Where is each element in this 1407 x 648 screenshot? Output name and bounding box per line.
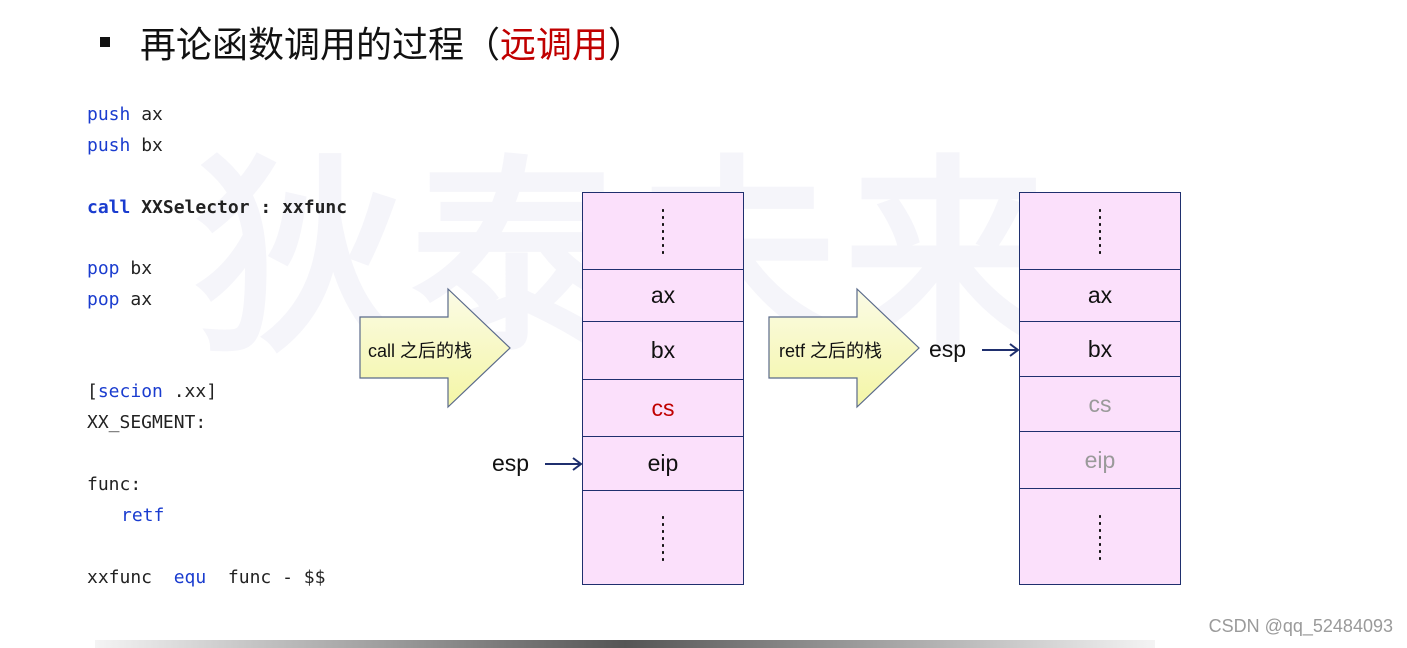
bottom-divider: [95, 640, 1155, 648]
code-section: [secion .xx]: [87, 381, 218, 402]
code-segment-label: XX_SEGMENT:: [87, 412, 207, 433]
esp-pointer-right: [982, 343, 1020, 357]
stack-cell-eip: eip: [583, 436, 743, 490]
esp-pointer-left: [545, 457, 583, 471]
code-push-bx: push bx: [87, 135, 163, 156]
ellipsis-icon: [662, 207, 664, 255]
stack-cell-dots-bottom: [583, 490, 743, 584]
code-pop-ax: pop ax: [87, 289, 153, 310]
slide-title: 再论函数调用的过程（ 远调用 ）: [100, 12, 644, 72]
title-main: 再论函数调用的过程（: [140, 25, 501, 66]
stack-cell-dots-top: [583, 193, 743, 269]
call-arrow-label: call 之后的栈: [368, 341, 473, 361]
stack-cell-bx: bx: [1020, 321, 1180, 376]
stack-after-call: ax bx cs eip: [582, 192, 744, 585]
stack-cell-dots-bottom: [1020, 488, 1180, 584]
code-call: call XXSelector : xxfunc: [87, 197, 348, 218]
stack-cell-cs: cs: [583, 379, 743, 436]
esp-label-right: esp: [929, 336, 967, 362]
code-equ-line: xxfunc equ func - $$: [87, 567, 326, 588]
title-close: ）: [608, 25, 645, 66]
bullet-icon: [100, 37, 110, 47]
code-func-label: func:: [87, 474, 142, 495]
credit-text: CSDN @qq_52484093: [1208, 616, 1393, 636]
code-retf: retf: [121, 505, 165, 526]
stack-cell-bx: bx: [583, 321, 743, 379]
retf-arrow-label: retf 之后的栈: [779, 341, 883, 361]
stack-cell-ax: ax: [1020, 269, 1180, 321]
stack-cell-ax: ax: [583, 269, 743, 321]
code-pop-bx: pop bx: [87, 258, 153, 279]
code-push-ax: push ax: [87, 104, 163, 125]
ellipsis-icon: [1099, 207, 1101, 255]
stack-cell-cs: cs: [1020, 376, 1180, 431]
stack-cell-dots-top: [1020, 193, 1180, 269]
stack-cell-eip: eip: [1020, 431, 1180, 488]
stack-after-retf: ax bx cs eip: [1019, 192, 1181, 585]
retf-block-arrow: [768, 287, 920, 409]
ellipsis-icon: [1099, 512, 1101, 561]
call-block-arrow: [359, 287, 511, 409]
ellipsis-icon: [662, 513, 664, 562]
title-highlight: 远调用: [500, 25, 609, 66]
esp-label-left: esp: [492, 450, 530, 476]
